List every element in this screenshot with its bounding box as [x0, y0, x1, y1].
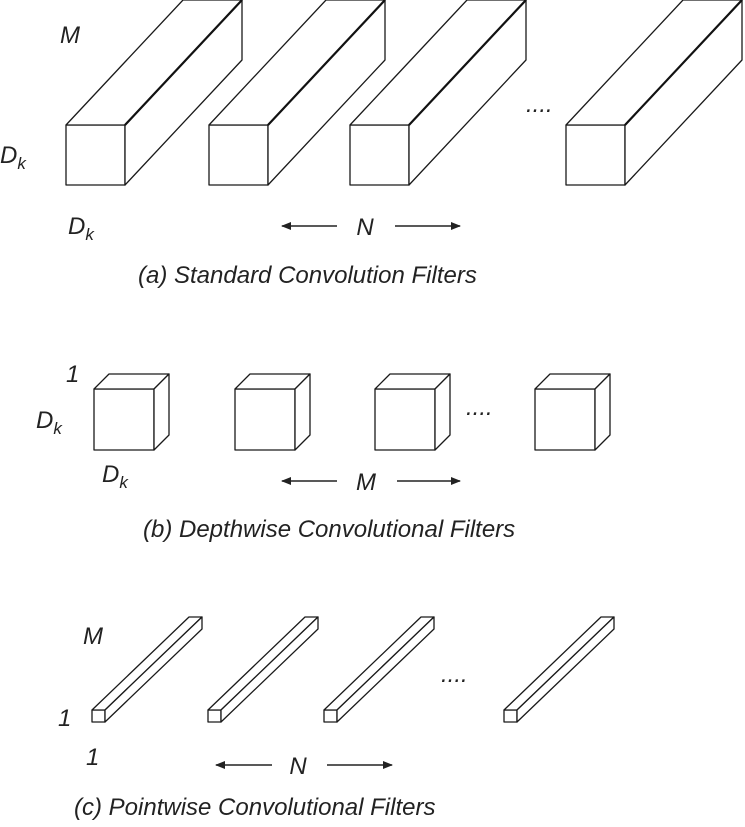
standard-width-label: Dk: [68, 213, 95, 244]
standard-filters-section: M Dk Dk .... N (a) Standard Convolution …: [0, 0, 743, 289]
depthwise-caption: (b) Depthwise Convolutional Filters: [143, 516, 515, 543]
pointwise-width-label: 1: [86, 744, 99, 771]
pointwise-depth-label: M: [83, 623, 103, 650]
depthwise-filters-section: 1 Dk Dk .... M (b) Depthwise Convolution…: [36, 361, 611, 543]
standard-height-label: Dk: [0, 142, 27, 173]
standard-ellipsis: ....: [526, 91, 553, 118]
standard-filter-box: [65, 0, 243, 186]
pointwise-filter-bar: [503, 616, 615, 723]
pointwise-filter-bar: [323, 616, 435, 723]
depthwise-filter-box: [374, 373, 451, 451]
depthwise-filter-box: [93, 373, 170, 451]
pointwise-filters-section: M 1 1 .... N (c) Pointwise Convolutional…: [58, 616, 615, 821]
depthwise-count-label: M: [356, 469, 376, 496]
standard-filter-box: [565, 0, 743, 186]
depthwise-filter-box: [234, 373, 311, 451]
standard-count-label: N: [356, 214, 374, 241]
standard-caption: (a) Standard Convolution Filters: [138, 262, 477, 289]
standard-filter-box: [208, 0, 386, 186]
standard-depth-label: M: [60, 22, 80, 49]
pointwise-filter-bar: [91, 616, 203, 723]
pointwise-height-label: 1: [58, 705, 71, 732]
pointwise-filter-bar: [207, 616, 319, 723]
pointwise-ellipsis: ....: [441, 661, 468, 688]
depthwise-depth-label: 1: [66, 361, 79, 388]
depthwise-filter-box: [534, 373, 611, 451]
pointwise-count-label: N: [289, 753, 307, 780]
pointwise-caption: (c) Pointwise Convolutional Filters: [74, 794, 435, 821]
depthwise-width-label: Dk: [102, 461, 129, 492]
depthwise-height-label: Dk: [36, 407, 63, 438]
depthwise-ellipsis: ....: [466, 394, 493, 421]
standard-filter-box: [349, 0, 527, 186]
